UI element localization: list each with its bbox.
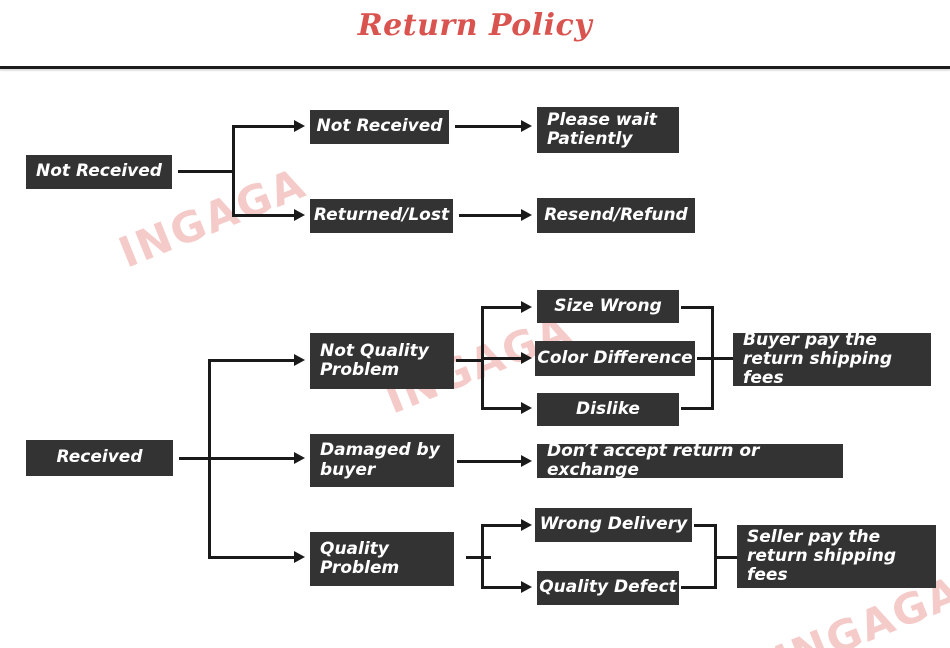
node-damaged-by-buyer: Damaged by buyer	[310, 434, 454, 487]
arrowhead-nr-result1	[521, 120, 532, 132]
connector-qp-split-bar	[481, 524, 484, 588]
connector-qp-to-quality-defect	[481, 586, 522, 589]
node-not-received-child: Not Received	[310, 110, 449, 144]
node-dislike: Dislike	[537, 393, 679, 426]
connector-damaged-to-result	[457, 460, 522, 463]
connector-nr-to-child2	[232, 214, 295, 217]
connector-color-difference-merge	[697, 357, 713, 360]
connector-nr-root-stem	[178, 170, 235, 173]
arrowhead-quality-defect	[521, 581, 532, 593]
node-seller-pays-return-shipping: Seller pay the return shipping fees	[737, 525, 936, 588]
page-title: Return Policy	[357, 8, 593, 43]
connector-nqp-merge-to-result	[711, 357, 735, 360]
arrowhead-nr-result2	[521, 209, 532, 221]
node-not-received-root: Not Received	[26, 155, 172, 189]
node-quality-problem: Quality Problem	[310, 532, 454, 586]
node-color-difference: Color Difference	[535, 341, 695, 376]
arrowhead-rc-nqp	[294, 354, 305, 366]
node-buyer-pays-return-shipping: Buyer pay the return shipping fees	[733, 330, 931, 388]
node-wrong-delivery: Wrong Delivery	[535, 508, 692, 542]
node-resend-refund: Resend/Refund	[537, 198, 695, 233]
connector-nr-child2-to-result	[459, 214, 522, 217]
arrowhead-color-difference	[521, 352, 532, 364]
connector-rc-to-qp	[208, 556, 295, 559]
connector-nr-child1-to-result	[455, 125, 522, 128]
arrowhead-nr-child1	[294, 120, 305, 132]
header-divider	[0, 66, 950, 69]
node-not-quality-problem: Not Quality Problem	[310, 333, 454, 389]
arrowhead-rc-qp	[294, 551, 305, 563]
connector-qp-merge-to-result	[714, 556, 739, 559]
node-quality-defect: Quality Defect	[537, 571, 679, 605]
connector-nqp-to-size-wrong	[481, 306, 522, 309]
arrowhead-rc-damaged	[294, 452, 305, 464]
node-please-wait-patiently: Please wait Patiently	[537, 107, 679, 153]
arrowhead-size-wrong	[521, 301, 532, 313]
connector-nqp-to-dislike	[481, 407, 522, 410]
connector-nqp-to-color-difference	[481, 357, 522, 360]
connector-nr-to-child1	[232, 125, 295, 128]
connector-rc-to-nqp	[208, 359, 295, 362]
connector-rc-to-damaged	[208, 457, 295, 460]
connector-dislike-merge	[681, 407, 713, 410]
node-returned-lost: Returned/Lost	[310, 199, 453, 233]
connector-nr-split-bar	[232, 125, 235, 217]
connector-wrong-delivery-merge	[694, 524, 716, 527]
node-size-wrong: Size Wrong	[537, 290, 679, 323]
connector-size-wrong-merge	[681, 306, 713, 309]
connector-quality-defect-merge	[681, 586, 716, 589]
node-received-root: Received	[26, 440, 173, 476]
connector-qp-to-wrong-delivery	[481, 524, 522, 527]
connector-nqp-stem	[456, 359, 484, 362]
arrowhead-nr-child2	[294, 209, 305, 221]
arrowhead-damaged-result	[521, 455, 532, 467]
node-dont-accept-return-or-exchange: Don′t accept return or exchange	[537, 441, 843, 480]
arrowhead-dislike	[521, 402, 532, 414]
arrowhead-wrong-delivery	[521, 519, 532, 531]
connector-qp-stem	[466, 556, 491, 559]
